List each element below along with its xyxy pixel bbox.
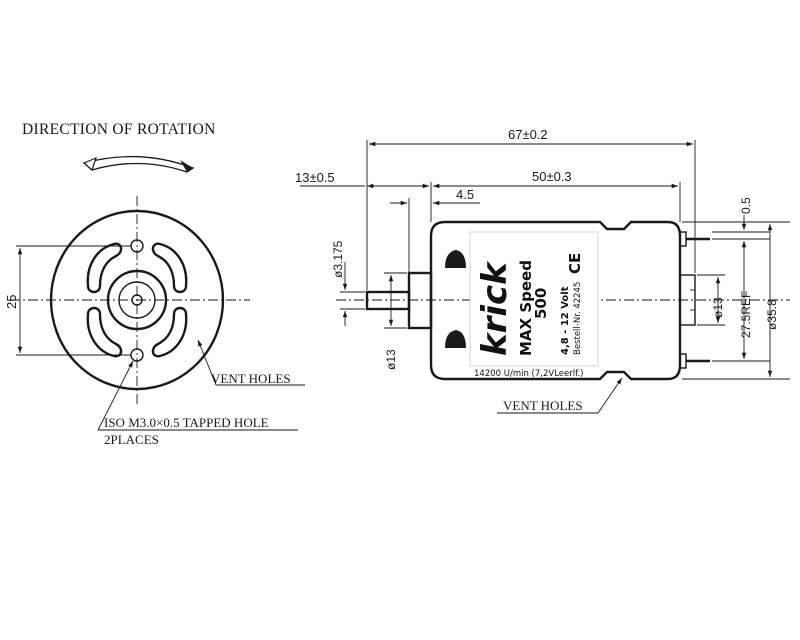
dim-67-text: 67±0.2 [508, 127, 548, 142]
front-vent-label: VENT HOLES [211, 371, 291, 386]
tapped-leader [97, 360, 134, 431]
side-vent-top [445, 250, 466, 268]
dim-rear-dia-text: ø13 [711, 297, 725, 318]
ce-mark-icon: CE [566, 253, 584, 274]
motor-label: krick MAX Speed 500 4,8 - 12 Volt Bestel… [469, 231, 599, 379]
front-boss [407, 271, 433, 330]
rotation-arrow-icon [82, 155, 195, 173]
dim-shaft-dia-text: ø3.175 [331, 240, 345, 278]
side-vent-label: VENT HOLES [503, 398, 583, 413]
label-voltage: 4,8 - 12 Volt [560, 286, 571, 355]
dim-4-5-text: 4.5 [456, 187, 474, 202]
dim-boss-dia-text: ø13 [384, 349, 398, 370]
shaft [365, 290, 411, 311]
side-view: krick MAX Speed 500 4,8 - 12 Volt Bestel… [295, 127, 790, 414]
tapped-hole-label: ISO M3.0×0.5 TAPPED HOLE [104, 415, 269, 430]
rotation-title: DIRECTION OF ROTATION [22, 121, 216, 138]
label-brand: krick [475, 260, 515, 356]
front-boss-inner [118, 281, 156, 319]
label-order-no: Bestell-Nr. 42245 [573, 282, 583, 355]
side-vent-leader [597, 377, 623, 414]
dim-terminal-text: 0.5 [739, 197, 753, 214]
vent-leader [197, 339, 217, 386]
vent-slots [86, 242, 188, 358]
dim-ref-text: 27.5REF [739, 291, 753, 338]
label-model: MAX Speed [517, 260, 535, 356]
terminals [679, 231, 710, 369]
label-model-number: 500 [532, 288, 550, 319]
label-speed: 14200 U/min (7,2VLeerlf.) [474, 369, 584, 379]
front-view: DIRECTION OF ROTATION 25 [4, 121, 305, 447]
label-area [469, 231, 599, 367]
side-vent-bottom [445, 330, 466, 348]
dim-13-text: 13±0.5 [295, 170, 335, 185]
dim-50-text: 50±0.3 [532, 169, 572, 184]
front-flange-outline [49, 209, 225, 391]
dim-body-dia-text: ø35.8 [765, 299, 779, 330]
front-boss-outer [106, 269, 168, 331]
front-shaft [131, 294, 143, 306]
rear-boss [679, 274, 696, 326]
tapped-hole-qty: 2PLACES [104, 432, 159, 447]
dim-25-text: 25 [4, 295, 19, 309]
